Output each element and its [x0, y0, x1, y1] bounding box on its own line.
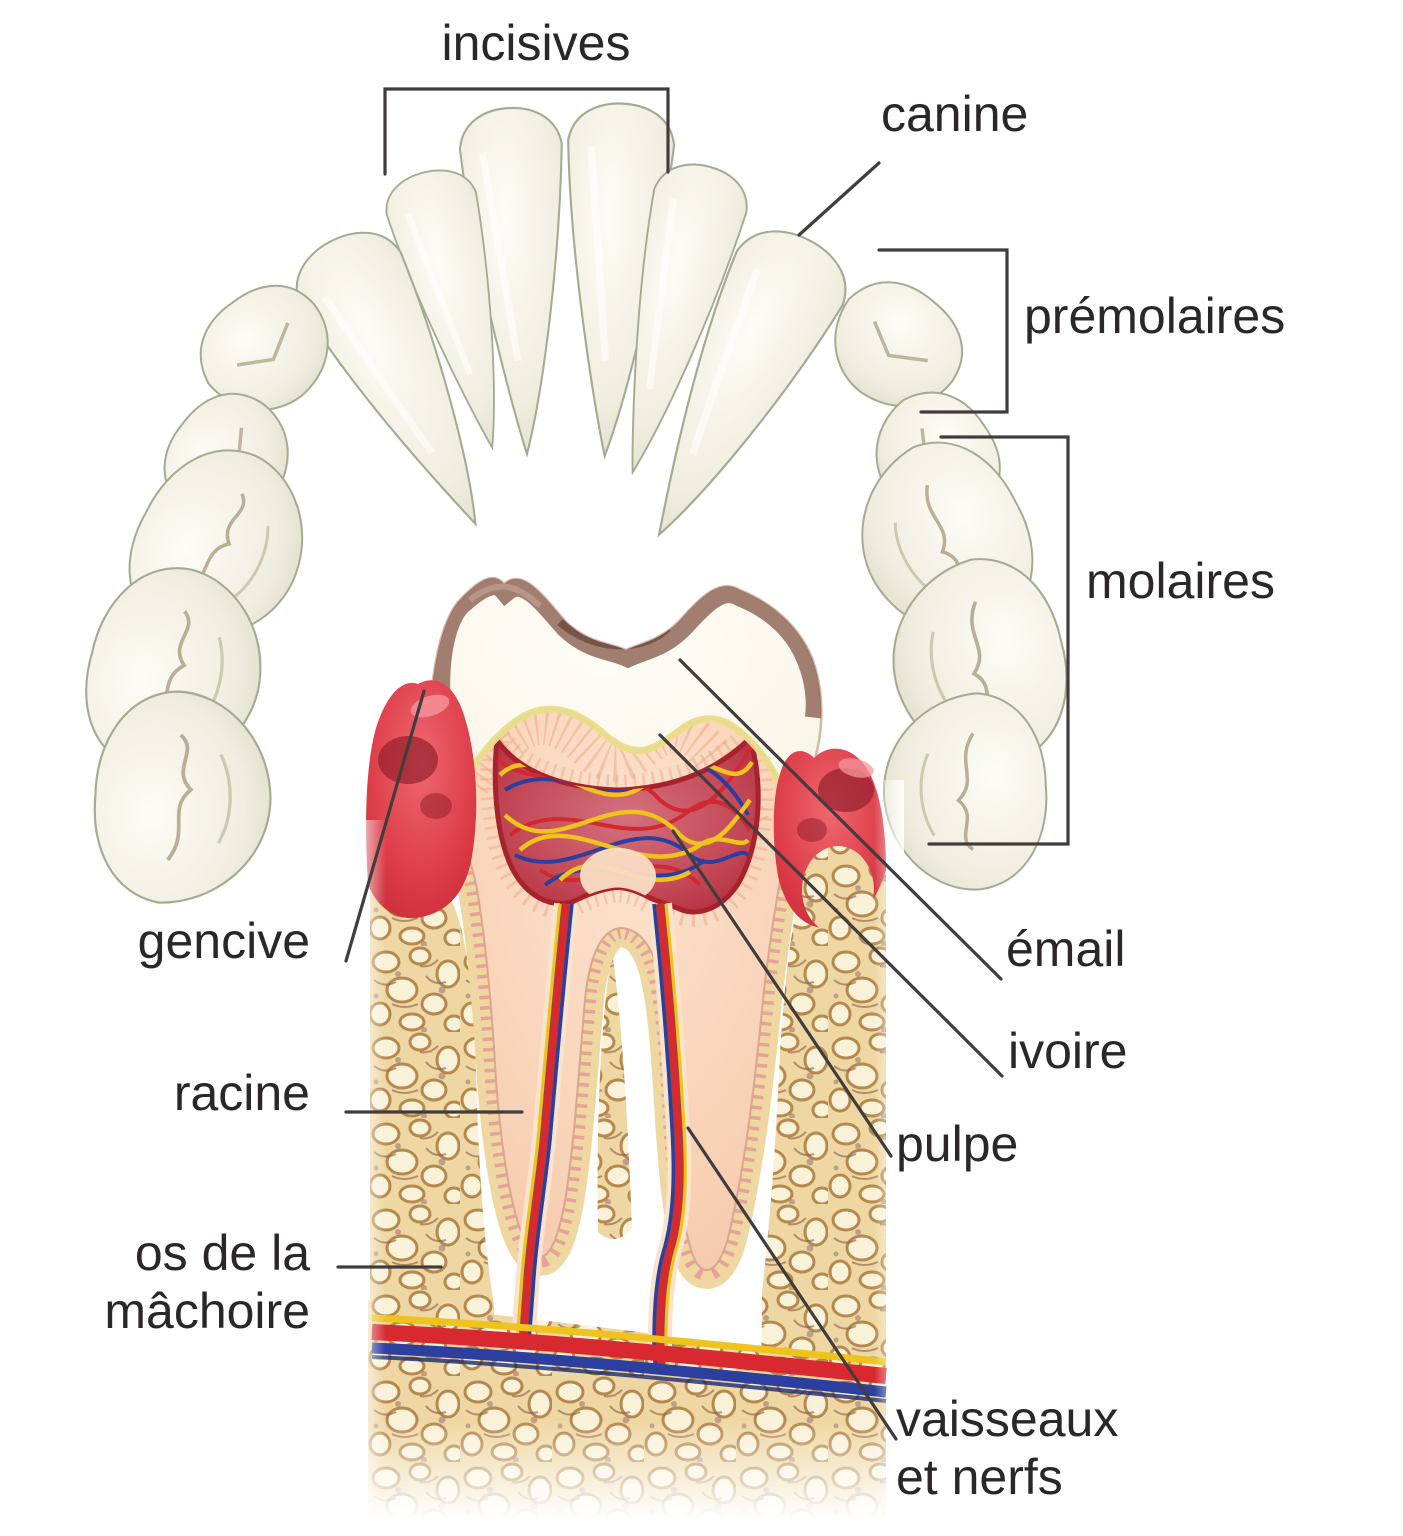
- canal-artery-left: [519, 903, 570, 1341]
- label-vaisseaux-line2: et nerfs: [896, 1449, 1063, 1505]
- label-gencive: gencive: [137, 913, 310, 969]
- bone-through-gum-right: [802, 846, 874, 934]
- gums: [366, 680, 886, 934]
- canal-nerve-left: [515, 903, 562, 1341]
- label-molaires: molaires: [1086, 553, 1275, 609]
- pulp-floor: [580, 848, 656, 904]
- label-email: émail: [1006, 921, 1126, 977]
- canal-artery-right: [656, 903, 683, 1373]
- bone-bottom-fade: [350, 1420, 910, 1536]
- ivoire-leader-line: [658, 733, 1004, 1078]
- label-ivoire: ivoire: [1008, 1023, 1128, 1079]
- molaires-bracket: [927, 435, 1070, 846]
- label-canine: canine: [881, 86, 1029, 142]
- label-os-machoire: os de la mâchoire: [38, 1224, 310, 1340]
- bone-right-fade: [874, 780, 904, 1536]
- bone-interradicular: [597, 952, 632, 1240]
- label-vaisseaux-line1: vaisseaux: [896, 1391, 1119, 1447]
- bone-left-fade: [356, 820, 386, 1536]
- neurovascular-bundle: [371, 1314, 887, 1403]
- tooth-molar3-right: [877, 688, 1053, 896]
- canal-vein-right: [652, 903, 676, 1373]
- vaisseaux-leader-line: [686, 1126, 898, 1441]
- gencive-leader-line: [344, 689, 426, 963]
- label-racine: racine: [173, 1065, 310, 1121]
- root-canals: [511, 902, 692, 1374]
- canal-nerve-right: [664, 903, 687, 1373]
- tooth-cross-section: [350, 576, 910, 1536]
- label-vaisseaux-nerfs: vaisseaux et nerfs: [896, 1390, 1118, 1506]
- annotation-lines: [336, 87, 1070, 1441]
- label-premolaires: prémolaires: [1024, 288, 1286, 344]
- bundle-vein-blue: [371, 1342, 887, 1398]
- enamel-dentin-junction: [431, 705, 798, 816]
- premolaires-bracket: [877, 248, 1009, 414]
- label-pulpe: pulpe: [896, 1116, 1019, 1172]
- bundle-artery-red: [371, 1324, 887, 1384]
- canine-leader-line: [797, 161, 881, 237]
- label-os-machoire-line2: mâchoire: [104, 1283, 310, 1339]
- label-incisives: incisives: [441, 15, 631, 71]
- canal-vein-left: [527, 903, 574, 1341]
- incisives-bracket: [383, 87, 670, 176]
- email-leader-line: [678, 658, 1003, 981]
- bundle-nerve-yellow: [371, 1314, 887, 1366]
- pulpe-leader-line: [671, 829, 893, 1158]
- label-os-machoire-line1: os de la: [134, 1225, 310, 1281]
